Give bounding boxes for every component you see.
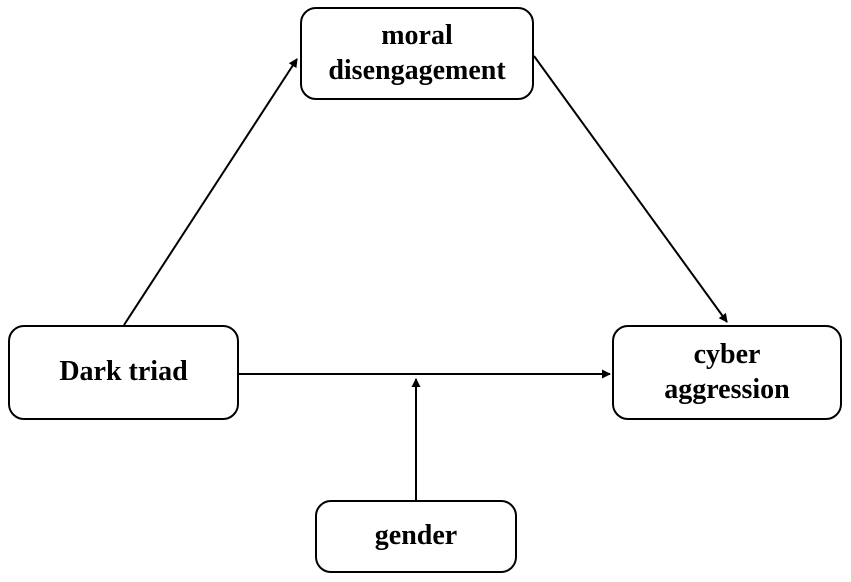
edge-dark-triad-to-moral-disengagement [123, 58, 298, 326]
node-moral-disengagement-label: moral disengagement [328, 20, 506, 86]
node-cyber-aggression: cyber aggression [612, 325, 842, 420]
node-cyber-aggression-label: cyber aggression [664, 339, 790, 405]
node-gender-label: gender [374, 520, 458, 552]
node-gender: gender [315, 500, 517, 573]
node-moral-disengagement: moral disengagement [300, 7, 534, 100]
node-dark-triad-label: Dark triad [59, 356, 188, 388]
node-dark-triad: Dark triad [8, 325, 239, 420]
edge-moral-disengagement-to-cyber-aggression [533, 55, 728, 323]
